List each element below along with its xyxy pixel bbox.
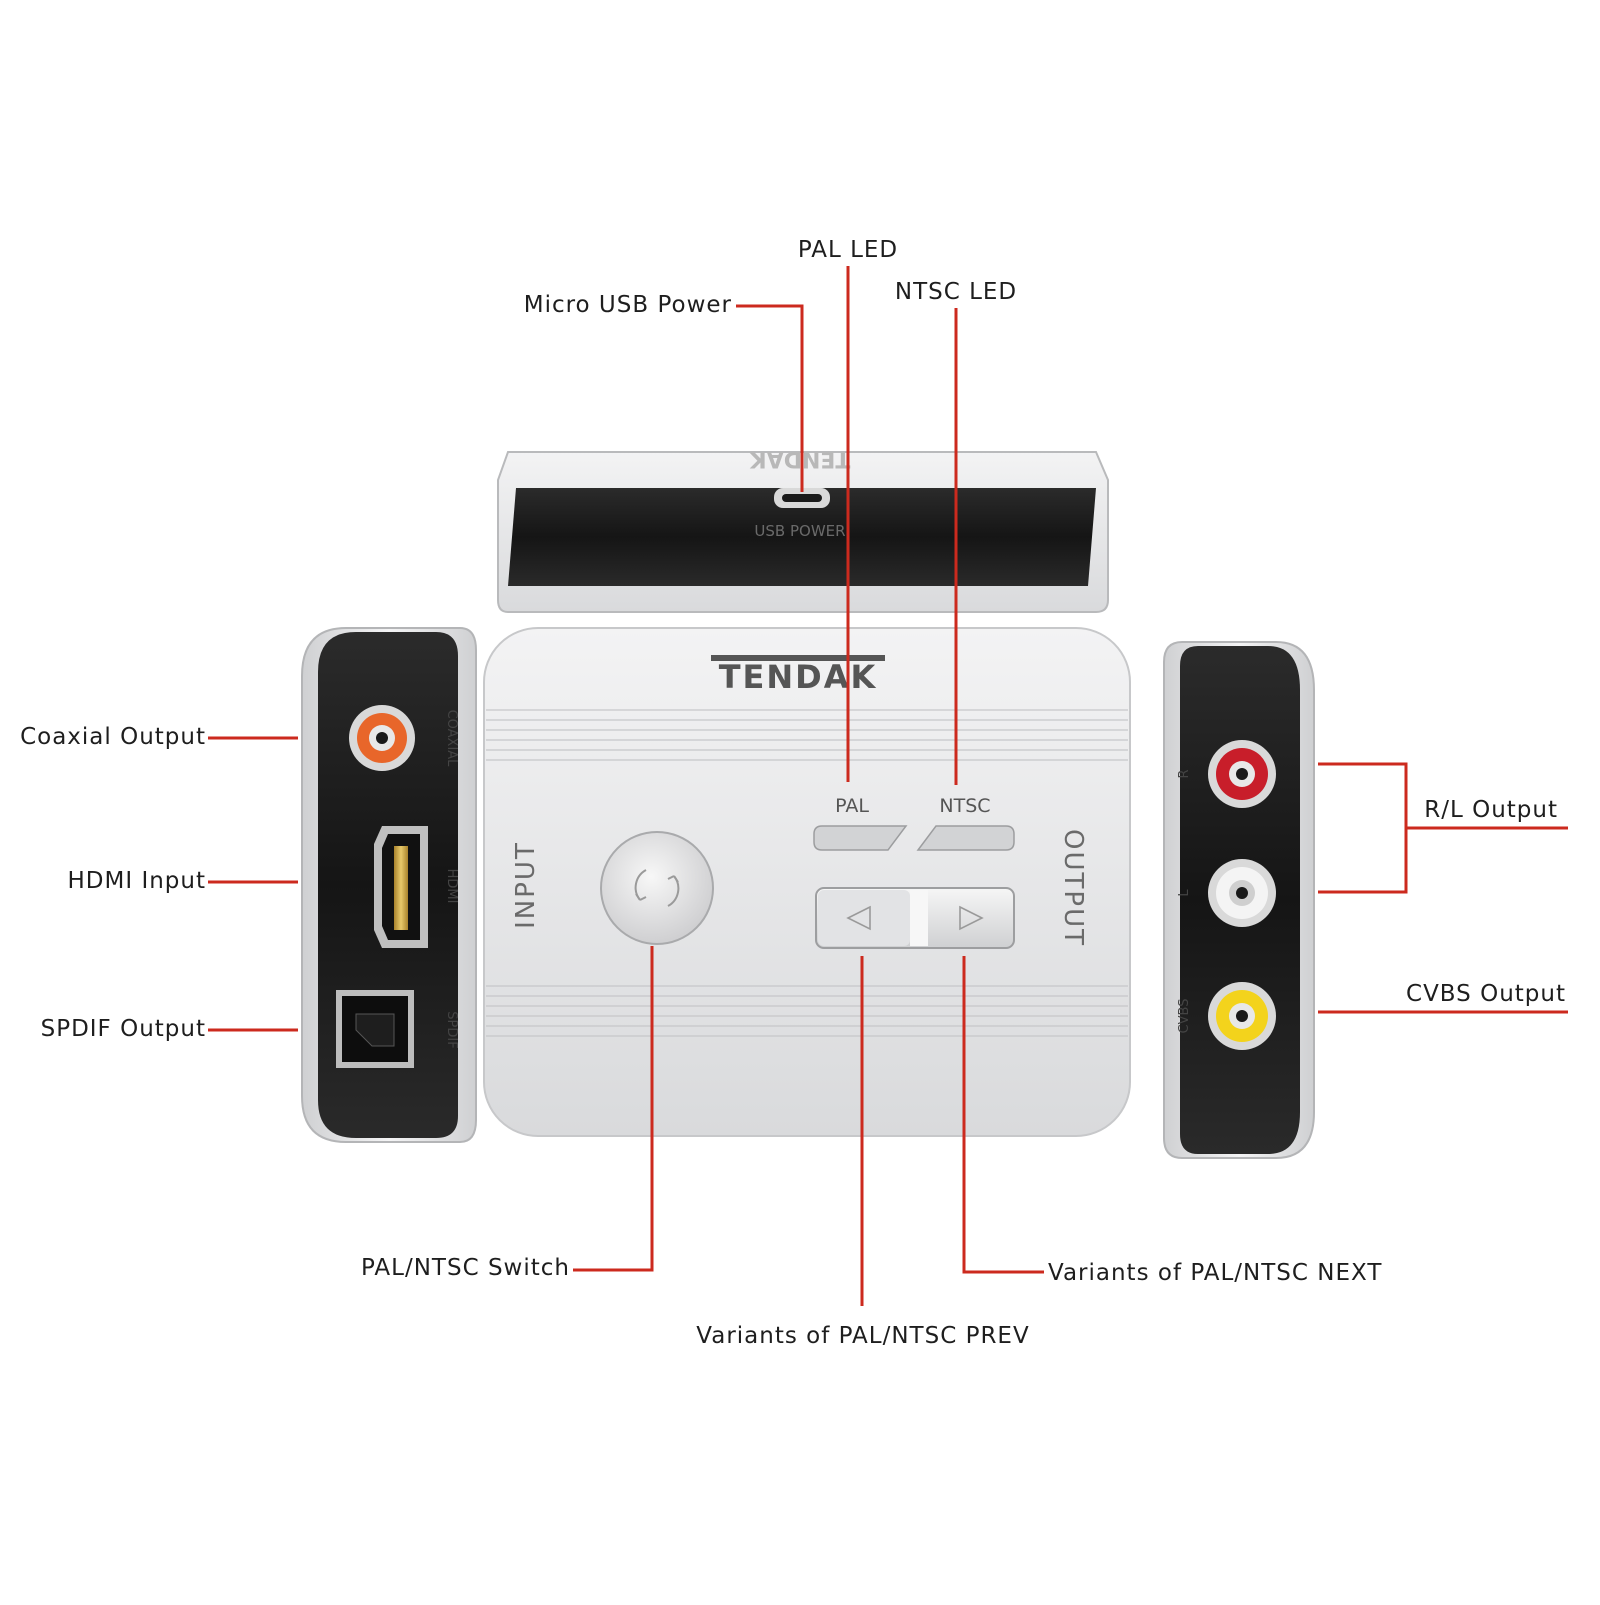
prev-next-rocker [815,887,1015,949]
left-port-panel: COAXIAL HDMI SPDIF [301,627,477,1143]
callout-pal-ntsc-switch: PAL/NTSC Switch [361,1255,570,1281]
coaxial-jack [349,705,415,771]
spdif-port [336,990,414,1068]
callout-spdif-output: SPDIF Output [40,1016,206,1042]
leader-micro-usb [736,304,804,492]
cvbs-print: CVBS [1177,999,1192,1034]
callout-micro-usb-power: Micro USB Power [523,292,732,318]
main-device-face: TENDAK PAL NTSC INPUT OUTPUT [483,627,1131,1137]
pal-led-print: PAL [835,795,869,817]
audio-l-jack [1208,859,1276,927]
callout-pal-led: PAL LED [797,237,899,263]
callout-next: Variants of PAL/NTSC NEXT [1048,1260,1383,1286]
audio-r-jack [1208,740,1276,808]
brand-logo-text: TENDAK [719,658,878,696]
callout-hdmi-input: HDMI Input [67,868,206,894]
tendak-logo: TENDAK [711,655,885,696]
cvbs-jack [1208,982,1276,1050]
output-side-print: OUTPUT [1058,829,1088,947]
leader-next [962,956,1044,1274]
leader-switch [573,946,654,1272]
pal-ntsc-switch-button[interactable] [600,831,714,945]
right-arrow-icon [959,905,984,931]
callout-coaxial-output: Coaxial Output [20,724,206,750]
input-side-print: INPUT [511,841,541,929]
hdmi-port [374,826,428,948]
pal-led-window [813,825,908,851]
l-print: L [1177,889,1192,897]
callout-ntsc-led: NTSC LED [894,279,1018,305]
ntsc-led-window [916,825,1015,851]
coaxial-print: COAXIAL [444,710,459,768]
ntsc-led-print: NTSC [939,795,990,817]
left-arrow-icon [846,905,871,931]
prev-button[interactable] [818,890,910,946]
usb-power-print: USB POWER [754,522,845,540]
right-port-panel: R L CVBS [1163,641,1315,1159]
callout-rl-output: R/L Output [1424,797,1558,823]
r-print: R [1177,769,1192,778]
leader-rl-bracket [1318,762,1408,894]
svg-text:TENDAK: TENDAK [749,446,851,471]
micro-usb-port [774,488,830,508]
leader-lines [208,266,1568,1306]
hdmi-print: HDMI [444,869,459,904]
callout-prev: Variants of PAL/NTSC PREV [696,1323,1030,1349]
callout-cvbs-output: CVBS Output [1406,981,1566,1007]
spdif-print: SPDIF [444,1011,459,1048]
